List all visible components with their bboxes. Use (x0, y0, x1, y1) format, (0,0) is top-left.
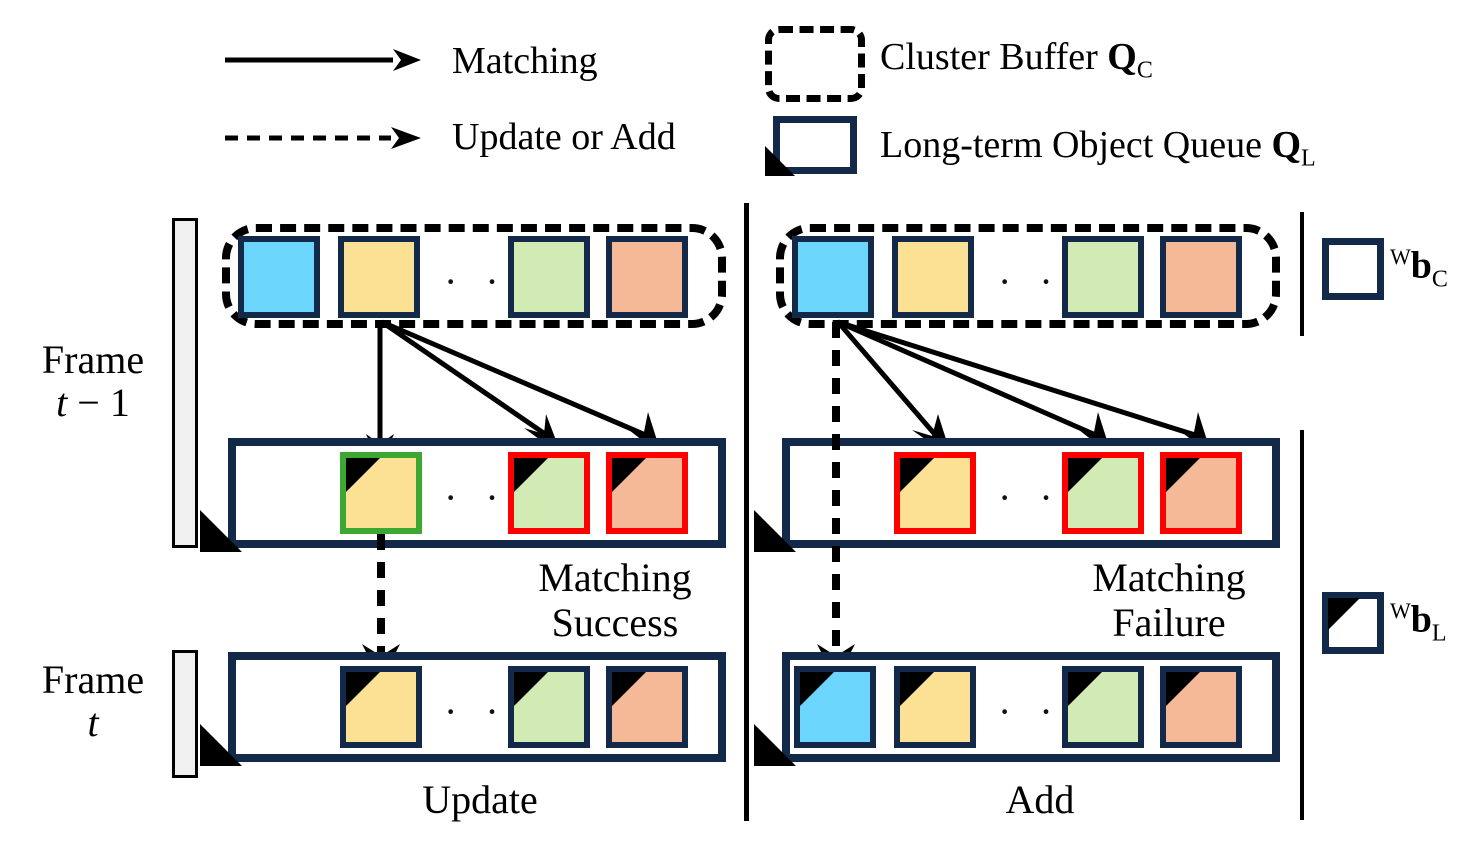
frame-current-bracket (172, 650, 198, 778)
legend-queue-symbol: Q (1271, 124, 1302, 166)
frame-current-line1: Frame (41, 657, 145, 702)
legend-matching-arrow (225, 45, 425, 80)
left-status-text: Matching Success (500, 555, 730, 646)
left-queue-cell-yellow-matched[interactable] (340, 452, 422, 534)
frame-previous-bracket (172, 218, 198, 548)
left-cluster-cell-salmon[interactable] (606, 236, 688, 318)
symbol-cluster-sup: W (1390, 244, 1411, 269)
right-result-corner-triangle (754, 724, 796, 766)
symbol-cluster-label: WbC (1390, 244, 1448, 293)
symbol-queue-box-icon (1322, 592, 1384, 654)
frame-previous-offset: − 1 (67, 380, 130, 426)
right-queue-cell-salmon[interactable] (1160, 452, 1242, 534)
legend-long-term-label: Long-term Object Queue (880, 124, 1262, 166)
dashed-arrow-icon (225, 127, 421, 149)
frame-previous-line1: Frame (41, 337, 145, 382)
symbol-queue-corner-triangle (1328, 598, 1360, 630)
frame-current-t: t (87, 700, 99, 746)
left-status-line1: Matching (538, 555, 692, 600)
left-cluster-cell-green[interactable] (508, 236, 590, 318)
left-cluster-cell-blue[interactable] (238, 236, 320, 318)
legend-cluster-buffer-label: Cluster Buffer (880, 36, 1098, 78)
right-queue-cell-green[interactable] (1062, 452, 1144, 534)
symbol-queue-sub: L (1431, 620, 1447, 647)
symbol-cluster-sub: C (1431, 266, 1448, 293)
right-result-cell-green[interactable] (1062, 666, 1144, 748)
right-queue-corner-triangle (754, 510, 796, 552)
right-cluster-cell-yellow[interactable] (892, 236, 974, 318)
symbol-queue-base: b (1410, 598, 1432, 641)
right-status-text: Matching Failure (1054, 555, 1284, 646)
cluster-buffer-legend-icon (765, 26, 865, 102)
legend-cluster-buffer-text: Cluster Buffer QC (880, 38, 1153, 83)
left-status-line2: Success (551, 599, 679, 645)
legend-cluster-subscript: C (1136, 57, 1153, 84)
legend-cluster-symbol: Q (1107, 36, 1137, 78)
legend-queue-subscript: L (1301, 145, 1316, 172)
right-queue-cell-yellow[interactable] (894, 452, 976, 534)
queue-brace-tick (1300, 430, 1304, 820)
left-result-cell-yellow[interactable] (340, 666, 422, 748)
right-result-cell-yellow[interactable] (894, 666, 976, 748)
left-action-label: Update (422, 777, 538, 822)
legend-matching-label: Matching (452, 40, 598, 82)
left-result-cell-green[interactable] (508, 666, 590, 748)
left-queue-cell-salmon[interactable] (606, 452, 688, 534)
frame-previous-label: Frame t − 1 (18, 338, 168, 424)
left-queue-corner-triangle (200, 510, 242, 552)
left-result-cell-salmon[interactable] (606, 666, 688, 748)
legend-update-arrow (225, 123, 425, 158)
symbol-queue-label: WbL (1390, 598, 1447, 647)
cluster-brace-tick (1300, 212, 1304, 336)
panel-divider (744, 203, 749, 821)
legend-update-label: Update or Add (452, 116, 676, 158)
right-result-cell-blue[interactable] (794, 666, 876, 748)
symbol-cluster-box-icon (1322, 238, 1384, 300)
right-cluster-cell-green[interactable] (1062, 236, 1144, 318)
frame-previous-t: t (56, 380, 68, 426)
frame-current-label: Frame t (18, 658, 168, 744)
solid-arrow-icon (225, 49, 421, 71)
symbol-queue-sup: W (1390, 598, 1411, 623)
legend-long-term-text: Long-term Object Queue QL (880, 126, 1316, 171)
right-status-line2: Failure (1112, 599, 1226, 645)
right-result-cell-salmon[interactable] (1160, 666, 1242, 748)
corner-triangle-icon (765, 146, 795, 176)
right-status-line1: Matching (1092, 555, 1246, 600)
left-queue-cell-green[interactable] (508, 452, 590, 534)
symbol-cluster-base: b (1410, 244, 1432, 287)
long-term-queue-legend-icon (765, 116, 857, 182)
right-cluster-cell-blue[interactable] (792, 236, 874, 318)
right-action-label: Add (1005, 777, 1075, 822)
left-result-corner-triangle (200, 724, 242, 766)
left-cluster-cell-yellow[interactable] (338, 236, 420, 318)
right-cluster-cell-salmon[interactable] (1160, 236, 1242, 318)
